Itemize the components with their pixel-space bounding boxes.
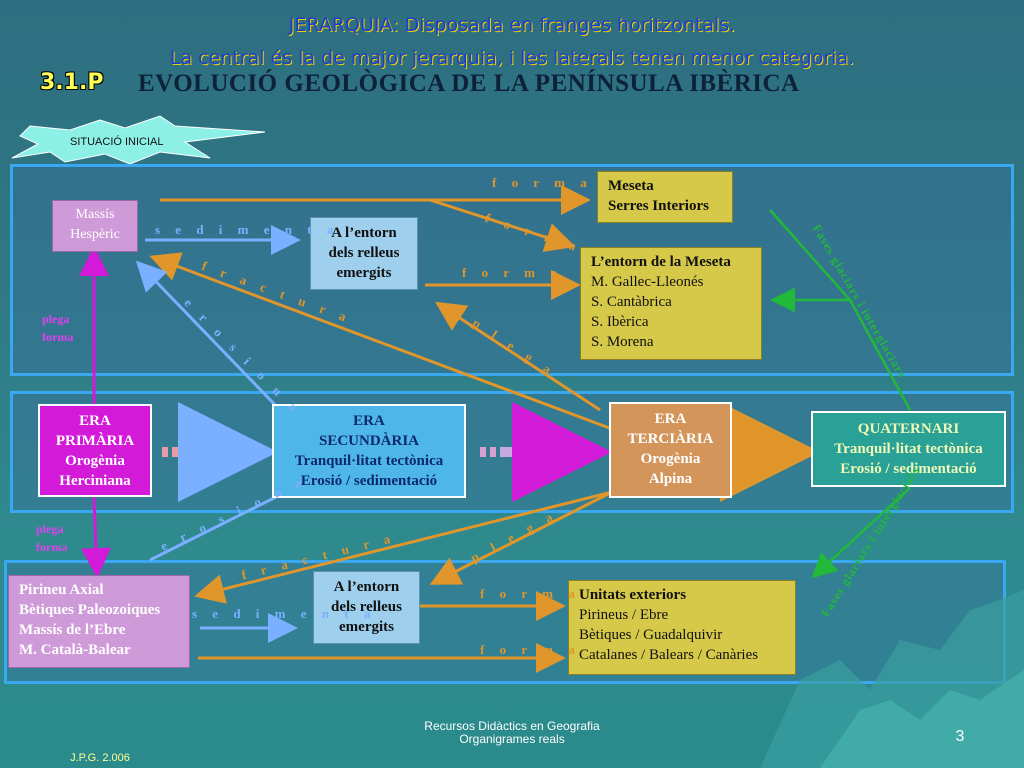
primaria-line-1: ERA: [79, 413, 111, 429]
entorn-bottom-line-3: emergits: [339, 619, 394, 635]
entorn-meseta-line-2: M. Gallec-Lleonés: [591, 274, 704, 290]
meseta-box: Meseta Serres Interiors: [597, 171, 733, 223]
section-number: 3.1.P: [40, 70, 104, 95]
label-plega-bottom-left: plega: [36, 522, 64, 536]
pirineu-line-2: Bètiques Paleozoiques: [19, 602, 161, 618]
mountain-decoration: [760, 590, 1024, 768]
label-forma-4: f o r m a: [480, 586, 581, 601]
footer-source-line-2: Organigrames reals: [459, 732, 565, 746]
unitats-title: Unitats exteriors: [579, 587, 687, 603]
secundaria-line-1: ERA: [353, 413, 385, 429]
label-forma-3: f o r m a: [462, 265, 563, 280]
era-secundaria-box: ERA SECUNDÀRIA Tranquil·litat tectònica …: [272, 404, 466, 498]
entorn-bottom-line-1: A l’entorn: [333, 579, 400, 595]
header-line-1: JERARQUIA: Disposada en franges horitzon…: [288, 14, 736, 36]
entorn-meseta-line-4: S. Ibèrica: [591, 314, 649, 330]
secundaria-line-3: Tranquil·litat tectònica: [294, 453, 444, 469]
label-forma-1: f o r m a: [492, 175, 593, 190]
massis-line-1: Massís: [75, 207, 115, 222]
header-line-2: La central és la de major jerarquia, i l…: [169, 47, 855, 69]
entorn-meseta-title: L’entorn de la Meseta: [591, 254, 731, 270]
primaria-line-3: Orogènia: [65, 453, 125, 469]
secundaria-line-4: Erosió / sedimentació: [300, 473, 438, 489]
label-forma-top-left: forma: [42, 330, 74, 344]
label-sedimenta-top: s e d i m e n t a: [155, 222, 340, 237]
quaternari-line-1: QUATERNARI: [857, 421, 960, 437]
meseta-line-2: Serres Interiors: [608, 198, 709, 214]
quaternari-line-2: Tranquil·litat tectònica: [834, 441, 983, 457]
entorn-relleus-bottom-box: A l’entorn dels relleus emergits: [313, 571, 420, 644]
pirineu-line-1: Pirineu Axial: [19, 582, 104, 598]
primaria-line-4: Herciniana: [59, 473, 131, 489]
page-title: EVOLUCIÓ GEOLÒGICA DE LA PENÍNSULA IBÈRI…: [138, 70, 800, 97]
terciaria-line-1: ERA: [654, 411, 687, 427]
secundaria-line-2: SECUNDÀRIA: [318, 433, 419, 449]
massis-line-2: Hespèric: [70, 227, 120, 242]
situacio-inicial-label: SITUACIÓ INICIAL: [70, 136, 164, 148]
label-forma-5: f o r m a: [480, 642, 581, 657]
terciaria-line-3: Orogènia: [640, 451, 701, 467]
massis-hesperic-box: Massís Hespèric: [52, 200, 138, 252]
meseta-line-1: Meseta: [608, 178, 654, 194]
page-number: 3: [955, 728, 965, 745]
era-primaria-box: ERA PRIMÀRIA Orogènia Herciniana: [38, 404, 152, 497]
entorn-top-line-1: A l’entorn: [331, 225, 397, 241]
unitats-line-2: Pirineus / Ebre: [579, 607, 669, 623]
entorn-relleus-top-box: A l’entorn dels relleus emergits: [310, 217, 418, 290]
unitats-line-3: Bètiques / Guadalquivir: [579, 627, 723, 643]
primaria-line-2: PRIMÀRIA: [55, 433, 135, 449]
label-plega-top-left: plega: [42, 312, 70, 326]
entorn-meseta-box: L’entorn de la Meseta M. Gallec-Lleonés …: [580, 247, 762, 360]
entorn-meseta-line-3: S. Cantàbrica: [591, 294, 672, 310]
unitats-exteriors-box: Unitats exteriors Pirineus / Ebre Bètiqu…: [568, 580, 796, 675]
situacio-inicial-badge: [11, 115, 266, 165]
entorn-top-line-3: emergits: [336, 265, 392, 281]
unitats-line-4: Catalanes / Balears / Canàries: [579, 647, 759, 663]
footer-author: J.P.G. 2.006: [70, 752, 130, 764]
label-forma-bottom-left: forma: [36, 540, 68, 554]
entorn-meseta-line-5: S. Morena: [591, 334, 654, 350]
label-sedimenta-bottom: s e d i m e n t a: [192, 606, 377, 621]
entorn-top-line-2: dels relleus: [328, 245, 400, 261]
pirineu-line-3: Massís de l’Ebre: [19, 622, 126, 638]
era-terciaria-box: ERA TERCIÀRIA Orogènia Alpina: [609, 402, 732, 498]
terciaria-line-2: TERCIÀRIA: [627, 431, 714, 447]
terciaria-line-4: Alpina: [648, 471, 693, 487]
pirineu-line-4: M. Català-Balear: [19, 642, 131, 658]
entorn-bottom-line-2: dels relleus: [331, 599, 402, 615]
quaternari-line-3: Erosió / sedimentació: [840, 461, 977, 477]
pirineu-axial-box: Pirineu Axial Bètiques Paleozoiques Mass…: [8, 575, 190, 668]
quaternari-box: QUATERNARI Tranquil·litat tectònica Eros…: [811, 411, 1006, 487]
footer-source-line-1: Recursos Didàctics en Geografia: [424, 719, 600, 733]
